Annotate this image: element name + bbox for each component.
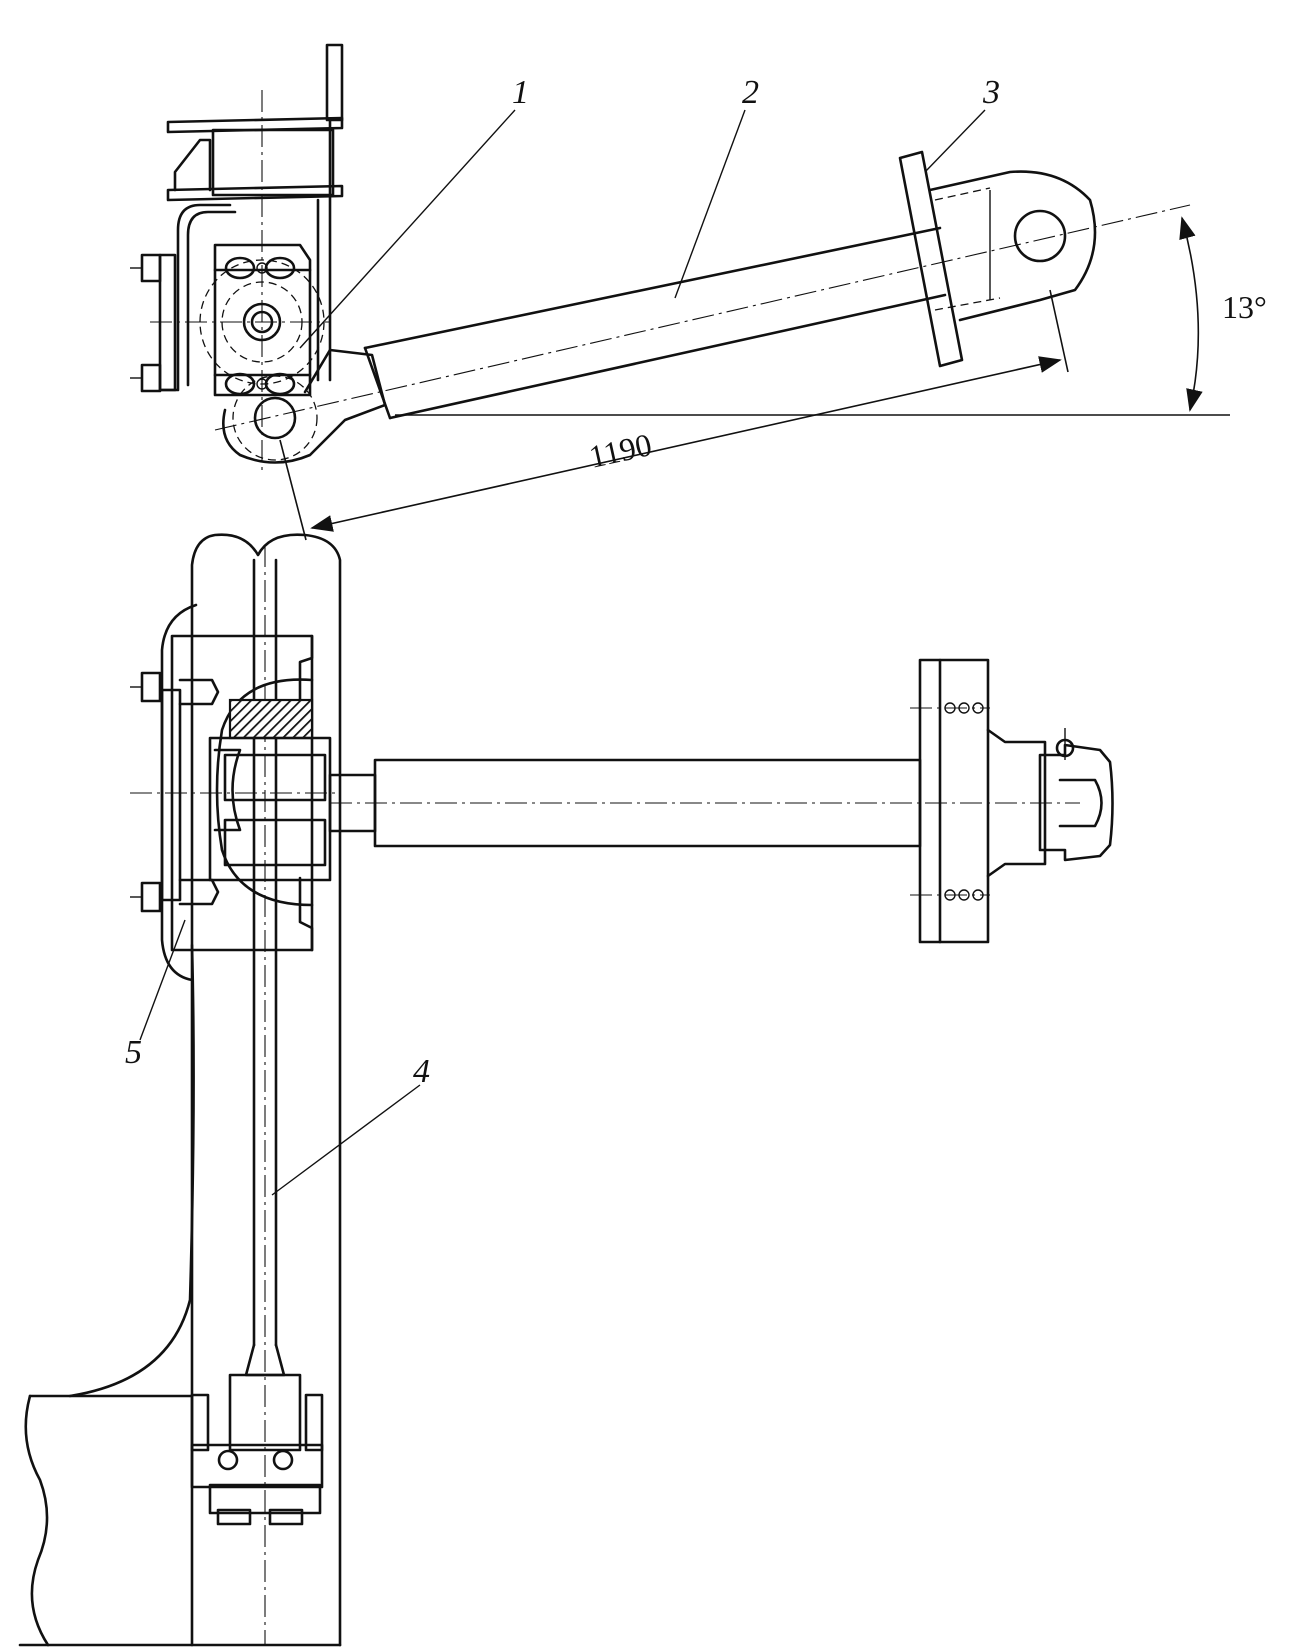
coupling-eye — [898, 150, 1097, 368]
part-label-5: 5 — [125, 1034, 142, 1071]
part-label-3: 3 — [982, 74, 1000, 111]
hinge-housing — [130, 603, 340, 982]
part-label-1: 1 — [512, 74, 529, 111]
drawbar-tube — [214, 204, 1191, 431]
length-dimension — [279, 289, 1069, 541]
frame-member — [18, 533, 342, 1647]
horizontal-drawbar — [328, 758, 1080, 848]
bottom-view — [18, 533, 1114, 1647]
leader-line-5 — [139, 919, 186, 1041]
angle-dimension-value: 13° — [1222, 289, 1267, 325]
end-coupler — [910, 658, 1114, 944]
leader-line-2 — [674, 109, 746, 299]
part-label-2: 2 — [742, 74, 759, 111]
part-label-4: 4 — [413, 1053, 430, 1090]
length-dimension-value: 1190 — [586, 426, 655, 475]
leader-line-4 — [271, 1084, 421, 1196]
mounting-bracket — [130, 43, 387, 470]
top-view — [130, 43, 1230, 541]
leader-line-1 — [299, 109, 516, 349]
leader-line-3 — [924, 109, 986, 173]
